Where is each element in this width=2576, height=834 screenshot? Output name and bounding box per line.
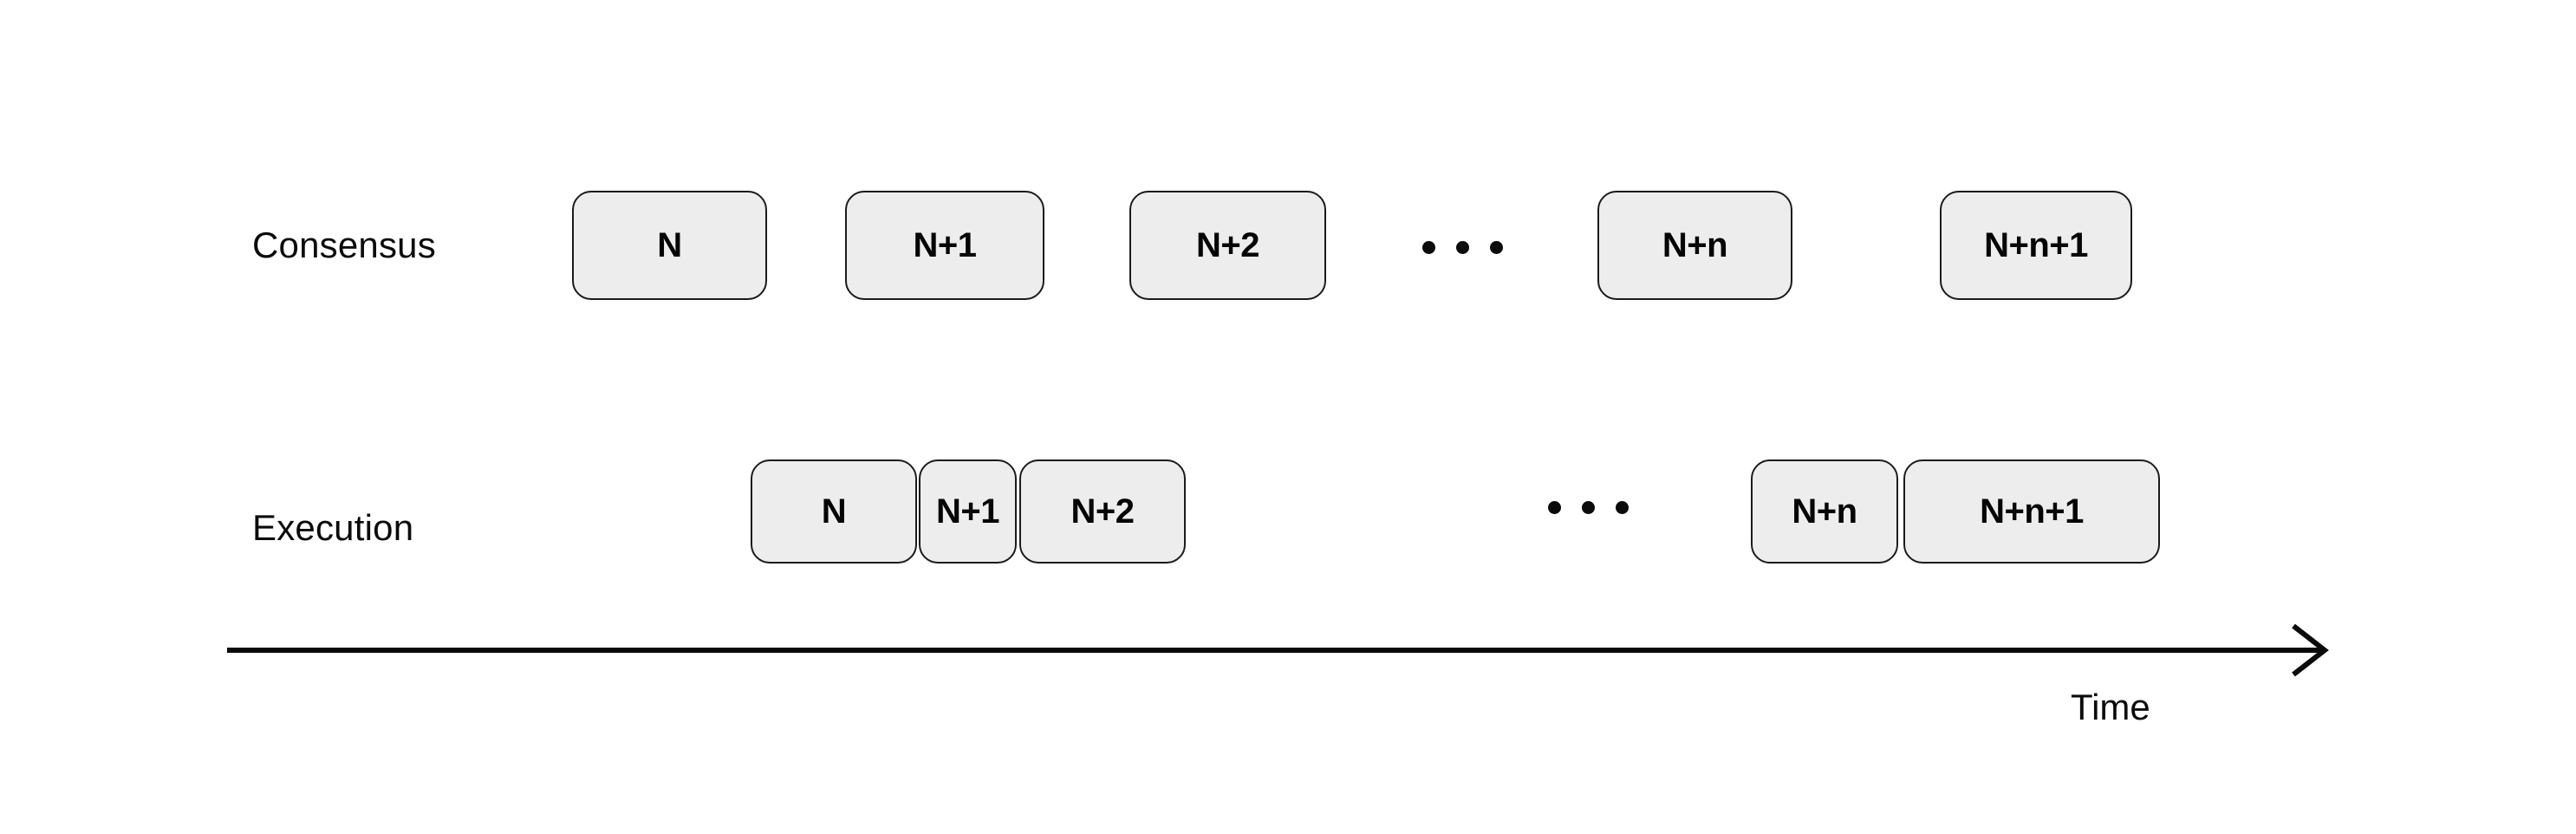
- execution-block-label: N+2: [1070, 492, 1135, 531]
- execution-ellipsis-icon: [1548, 501, 1629, 514]
- execution-block[interactable]: N+n: [1751, 459, 1898, 564]
- ellipsis-dot: [1616, 501, 1629, 514]
- execution-block[interactable]: N+n+1: [1903, 459, 2160, 564]
- consensus-block[interactable]: N+n: [1597, 191, 1792, 300]
- ellipsis-dot: [1490, 241, 1503, 254]
- ellipsis-dot: [1582, 501, 1595, 514]
- consensus-block-label: N+2: [1196, 226, 1260, 264]
- time-axis-arrow-icon: [227, 623, 2329, 677]
- execution-block-label: N+1: [936, 492, 1000, 531]
- time-axis-label: Time: [2071, 687, 2150, 727]
- consensus-block-label: N+n+1: [1984, 226, 2088, 264]
- consensus-block[interactable]: N+1: [845, 191, 1044, 300]
- consensus-block[interactable]: N: [572, 191, 767, 300]
- execution-block-label: N+n: [1792, 492, 1857, 531]
- execution-block-label: N: [821, 492, 847, 531]
- consensus-block[interactable]: N+2: [1129, 191, 1326, 300]
- execution-block[interactable]: N+2: [1019, 459, 1186, 564]
- consensus-block-label: N+n: [1662, 226, 1728, 264]
- execution-block[interactable]: N: [751, 459, 917, 564]
- row-label-consensus: Consensus: [252, 225, 436, 265]
- ellipsis-dot: [1456, 241, 1469, 254]
- row-label-execution: Execution: [252, 507, 414, 548]
- consensus-block-label: N+1: [913, 226, 978, 264]
- execution-block[interactable]: N+1: [919, 459, 1017, 564]
- ellipsis-dot: [1422, 241, 1435, 254]
- consensus-block[interactable]: N+n+1: [1940, 191, 2132, 300]
- ellipsis-dot: [1548, 501, 1561, 514]
- execution-block-label: N+n+1: [1980, 492, 2084, 531]
- consensus-block-label: N: [657, 226, 682, 264]
- consensus-ellipsis-icon: [1422, 241, 1503, 254]
